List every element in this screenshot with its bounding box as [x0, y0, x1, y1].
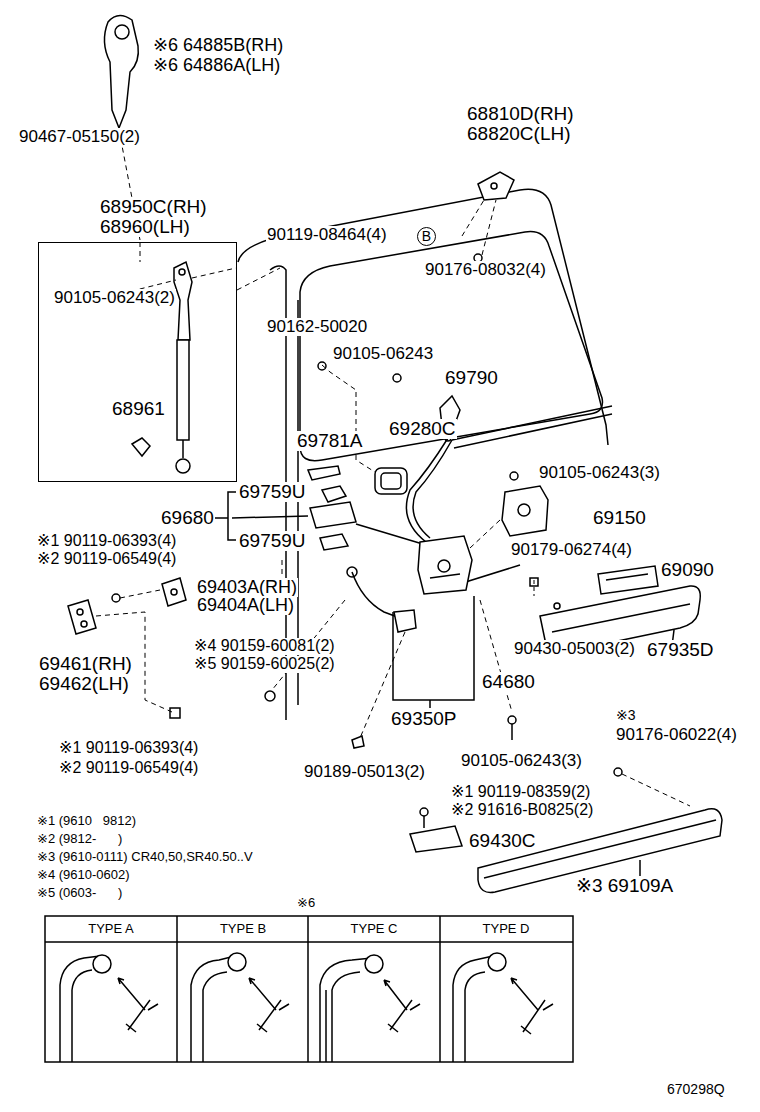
callout-number: 69790	[444, 368, 499, 388]
callout-number: 69759U	[238, 531, 307, 551]
callout-number: 90189-05013(2)	[303, 763, 426, 781]
callout-number: 69090	[660, 560, 715, 580]
note-text: ※5 (0603- )	[36, 886, 123, 900]
callout-number: 90179-06274(4)	[510, 541, 633, 559]
callout-number: 67935D	[646, 640, 715, 660]
callout-number: 90105-06243	[332, 345, 434, 363]
callout-number: 69462(LH)	[38, 674, 130, 694]
callout-number: 68810D(RH)	[466, 104, 575, 124]
note-text: ※1 (9610 9812)	[36, 814, 137, 828]
callout-number: 69680	[160, 508, 215, 528]
callout-number: 69350P	[390, 709, 458, 729]
callout-number: TYPE A	[87, 922, 135, 936]
callout-number: 90105-06243(3)	[538, 464, 661, 482]
callout-number: ※2 90119-06549(4)	[36, 551, 177, 568]
part-number: 68960(LH)	[99, 217, 191, 237]
callout-number: 64680	[481, 672, 536, 692]
callout-number: B	[417, 227, 436, 246]
callout-number: 69430C	[468, 831, 537, 851]
callout-number: 69461(RH)	[38, 654, 133, 674]
callout-number: 90119-08464(4)	[266, 226, 388, 244]
callout-number: 69404A(LH)	[196, 596, 295, 615]
part-number: 68961	[111, 399, 166, 419]
part-number: 90105-06243(2)	[53, 289, 176, 307]
callout-number: 90105-06243(3)	[460, 752, 583, 770]
callout-number: ※6 64886A(LH)	[152, 56, 281, 75]
callout-number: TYPE B	[219, 922, 267, 936]
callout-number: 69759U	[238, 482, 307, 502]
callout-number: 69403A(RH)	[196, 578, 298, 597]
callout-number: ※1 90119-08359(2)	[450, 784, 591, 801]
callout-number: 90430-05003(2)	[513, 640, 636, 658]
callout-number: ※5 90159-60025(2)	[193, 656, 336, 673]
callout-number: 69150	[592, 508, 647, 528]
callout-number: 90162-50020	[266, 318, 368, 336]
note-text: ※2 (9812- )	[36, 832, 123, 846]
callout-number: 68820C(LH)	[466, 124, 572, 144]
callout-number: 69280C	[388, 419, 457, 439]
note-text: ※3 (9610-0111) CR40,50,SR40.50..V	[36, 850, 254, 864]
note-text: ※4 (9610-0602)	[36, 868, 131, 882]
callout-number: TYPE C	[350, 922, 399, 936]
callout-number: 90176-08032(4)	[424, 261, 547, 279]
strut-box: 68950C(RH)68960(LH)90105-06243(2)68961	[38, 242, 237, 482]
callout-number: ※6	[296, 896, 316, 910]
callout-number: ※4 90159-60081(2)	[193, 638, 336, 655]
callout-number: ※3	[615, 708, 637, 723]
callout-number: 69781A	[296, 431, 364, 451]
callout-number: ※1 90119-06393(4)	[36, 533, 177, 550]
callout-number: ※1 90119-06393(4)	[58, 740, 199, 757]
part-number: 68950C(RH)	[99, 197, 208, 217]
callout-number: 90467-05150(2)	[18, 128, 141, 146]
callout-number: ※6 64885B(RH)	[152, 36, 284, 55]
callout-number: 670298Q	[666, 1082, 726, 1097]
callout-number: ※2 90119-06549(4)	[58, 760, 199, 777]
callout-number: TYPE D	[482, 922, 531, 936]
callout-number: ※3 69109A	[575, 876, 674, 896]
callout-number: 90176-06022(4)	[615, 726, 738, 744]
callout-number: ※2 91616-B0825(2)	[450, 802, 594, 819]
